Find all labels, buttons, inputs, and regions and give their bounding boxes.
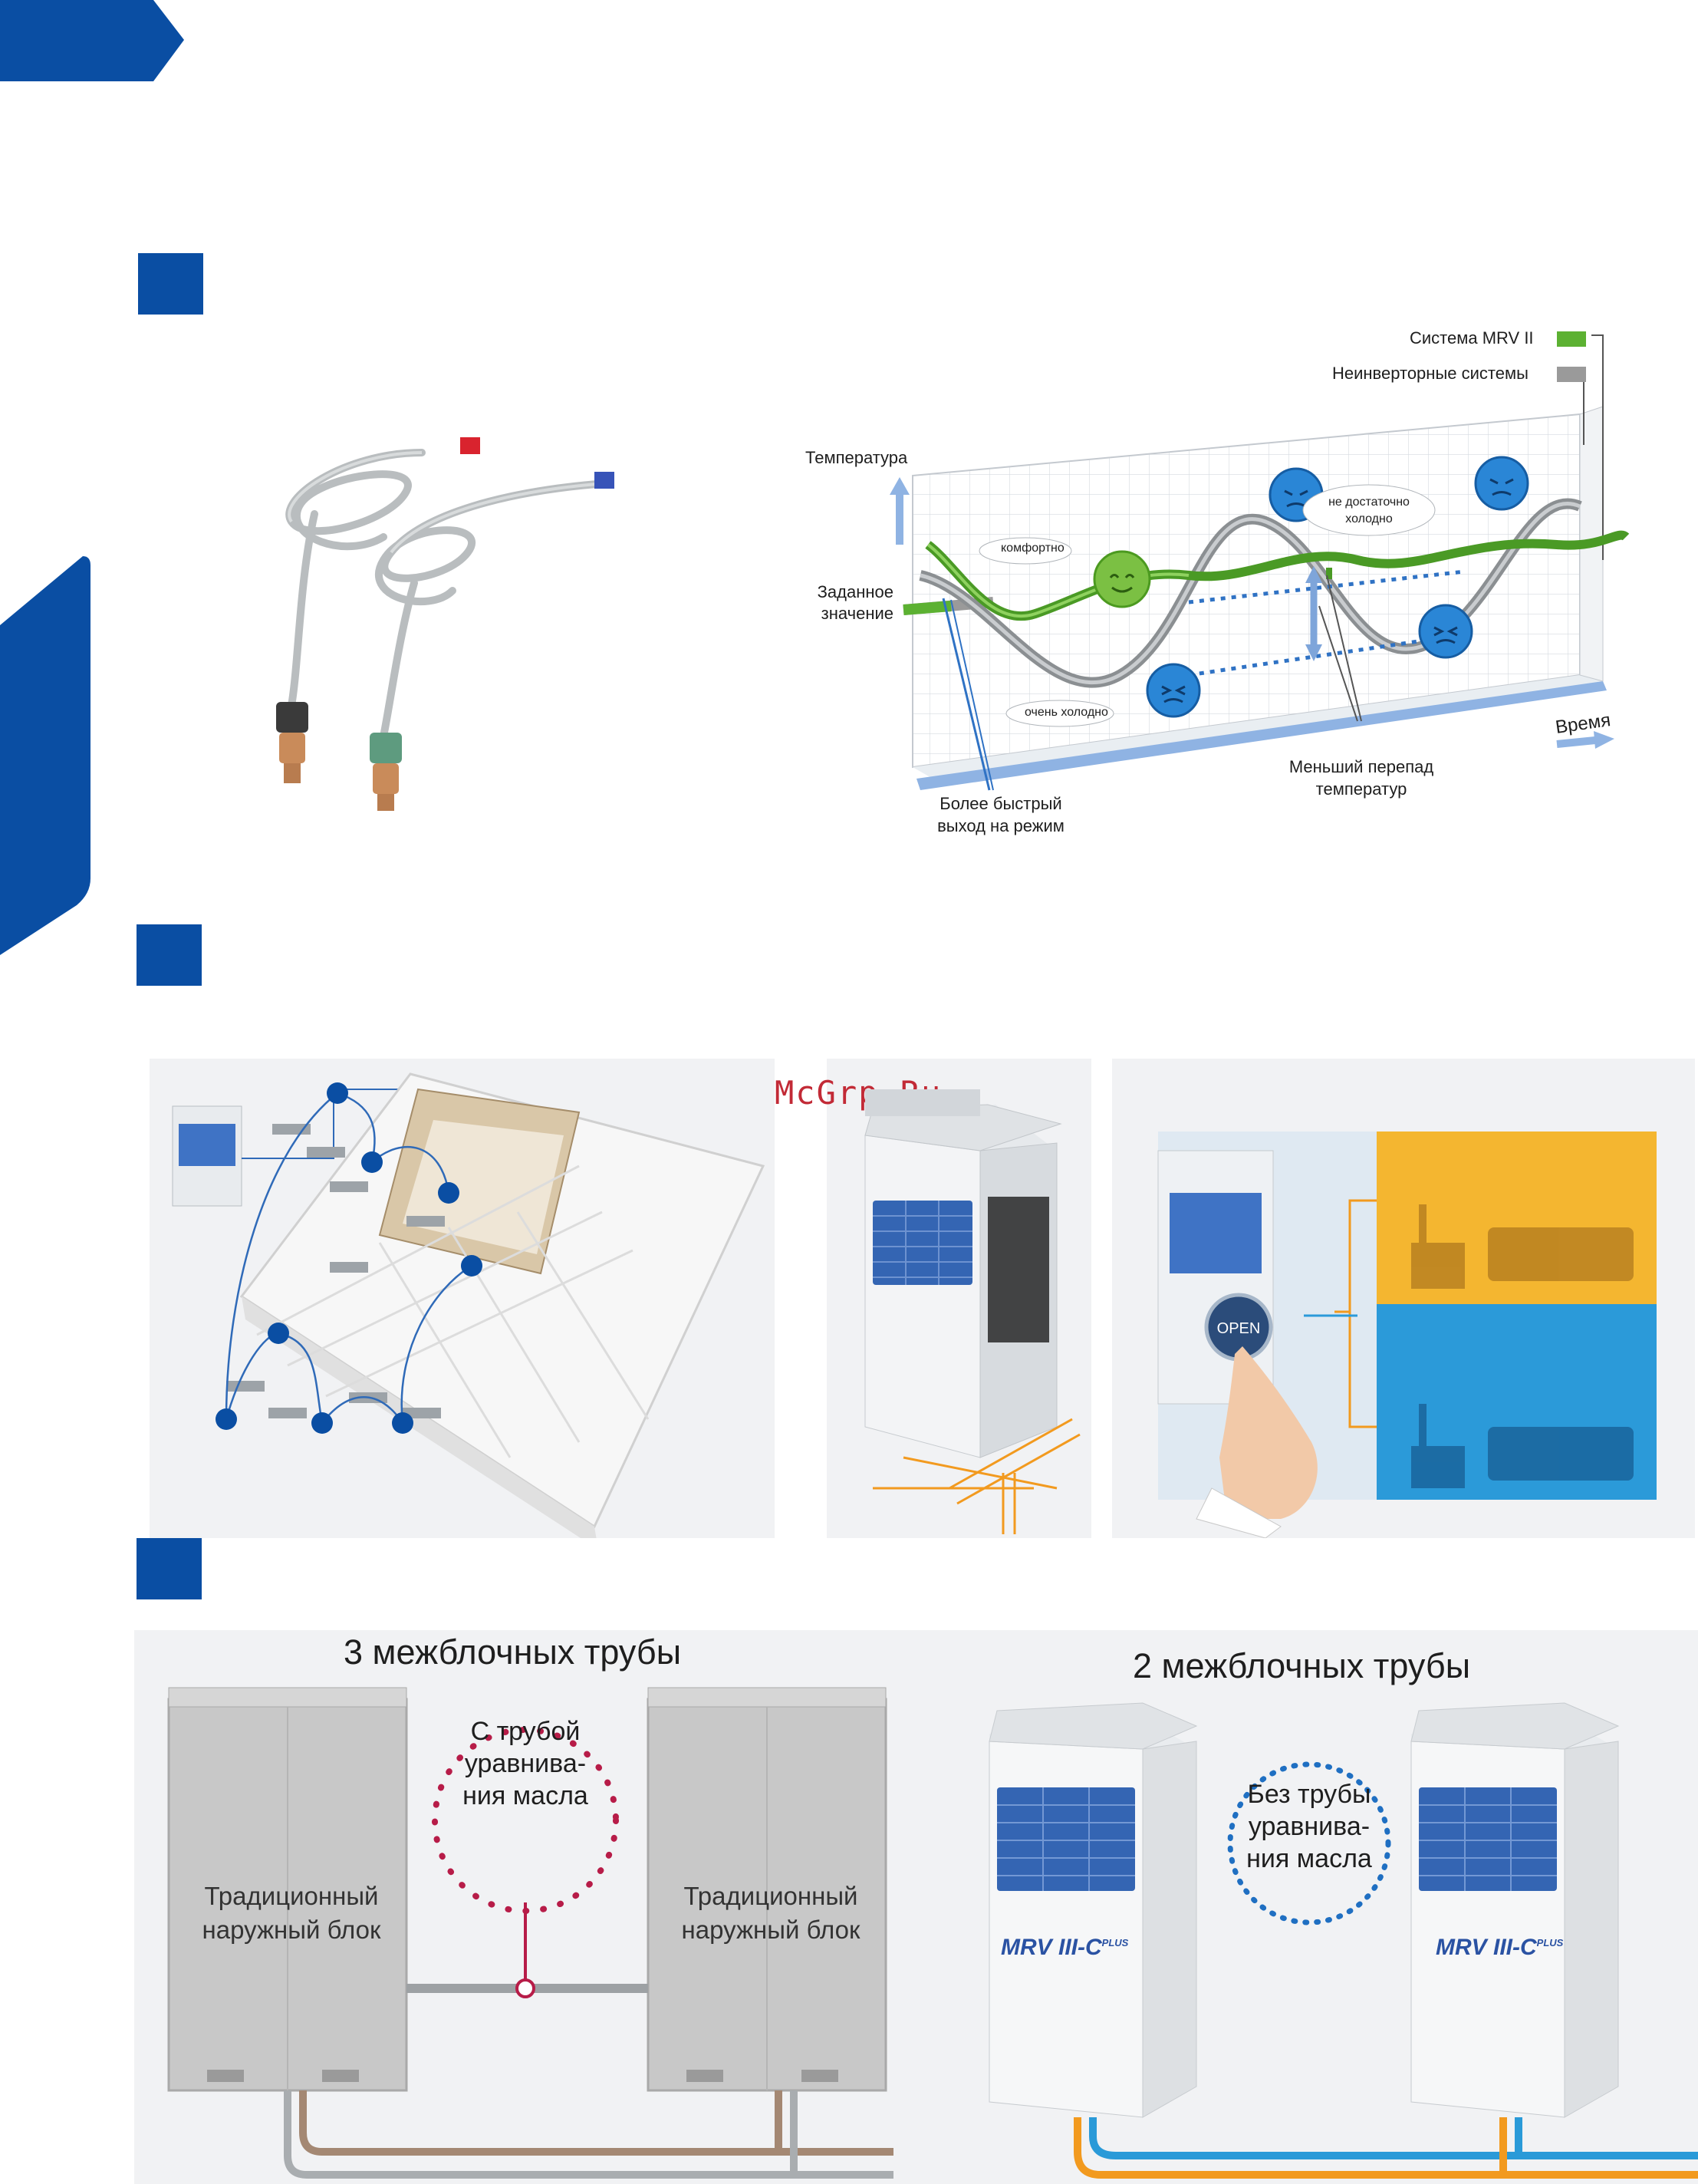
label-very-cold: очень холодно [1025,706,1108,719]
right-pipes-diagram [989,1702,1698,2179]
left-unit-label-1: Традиционный наружный блок [202,1882,381,1944]
side-tab-shape [0,556,90,955]
unit-brand-label-2: MRV III-CPLUS [1436,1935,1564,1960]
outdoor-unit-image [864,1089,1081,1534]
right-pipes-title: 2 межблочных трубы [1133,1646,1471,1685]
y-axis-label: Температура [805,448,908,467]
section-marker-icon-1 [138,253,203,315]
section-marker-icon-3 [137,1538,202,1599]
label-comfortable: комфортно [1001,542,1065,555]
legend-mrv: Система MRV II [1410,328,1534,348]
label-faster-start: Более быстрый выход на режим [937,794,1065,835]
temperature-chart [890,331,1630,791]
building-diagram [172,1072,765,1538]
left-pipes-diagram [167,1687,893,2179]
legend-non-inverter: Неинверторные системы [1332,364,1529,383]
section-marker-icon-2 [137,924,202,986]
label-not-cold-enough: не достаточно холодно [1328,496,1410,525]
corner-arrow-icon [0,0,184,81]
left-pipes-title: 3 межблочных трубы [344,1632,682,1672]
left-unit-label-2: Традиционный наружный блок [681,1882,861,1944]
label-smaller-diff: Меньший перепад температур [1288,757,1434,799]
left-circle-text: С трубой уравнива- ния масла [462,1717,588,1810]
setpoint-label: Заданное значение [817,582,893,623]
pressure-sensor-image [276,437,614,811]
open-button-scene: OPEN [1157,1132,1657,1538]
right-circle-text: Без трубы уравнива- ния масла [1246,1780,1372,1873]
unit-brand-label-1: MRV III-CPLUS [1001,1935,1129,1960]
open-button-icon: OPEN [1217,1320,1261,1337]
